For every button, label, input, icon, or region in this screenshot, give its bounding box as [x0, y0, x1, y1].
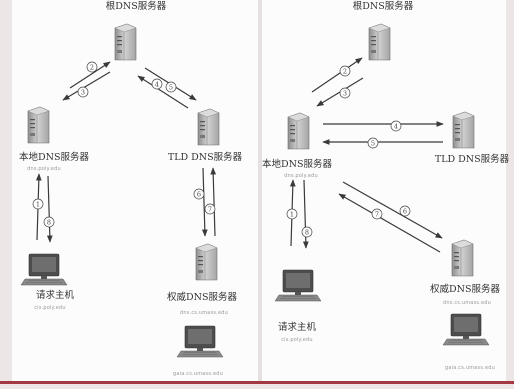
right-host-sub: cis.poly.edu: [281, 337, 313, 343]
right-badge-2: 2: [339, 65, 351, 77]
right-badge-5: 5: [367, 137, 379, 149]
bottom-rule: [0, 381, 514, 384]
left-badge-8: 8: [43, 216, 55, 228]
right-local-server-sub: dns.poly.edu: [284, 173, 318, 179]
left-badge-1: 1: [32, 198, 44, 210]
svg-text:2: 2: [90, 63, 94, 71]
right-auth-server-label: 权威DNS服务器: [430, 283, 500, 295]
svg-text:4: 4: [394, 122, 398, 130]
right-root-server-label: 根DNS服务器: [353, 0, 414, 12]
right-arrow-6: [338, 193, 441, 253]
left-panel: [12, 0, 258, 381]
left-arrow-7: [210, 167, 217, 237]
left-badge-2: 2: [86, 61, 98, 73]
svg-text:5: 5: [169, 83, 173, 91]
right-badge-7: 7: [371, 208, 383, 220]
right-arrow-7: [342, 181, 443, 239]
right-arrows: [289, 57, 444, 253]
left-badge-7: 7: [204, 203, 216, 215]
left-badge-4: 4: [151, 78, 163, 90]
left-step-badges: 2 3 4 5 6 7 1 8: [32, 61, 216, 228]
right-badge-8: 8: [301, 226, 313, 238]
right-badge-3: 3: [339, 87, 351, 99]
left-destination-host-sub: gaia.cs.umass.edu: [173, 371, 223, 377]
right-auth-server-icon: [451, 239, 474, 277]
right-host-label: 请求主机: [278, 321, 317, 333]
right-root-server-icon: [368, 23, 391, 61]
right-step-badges: 2 3 4 5 7 6 1 8: [286, 65, 411, 238]
left-root-server-label: 根DNS服务器: [106, 0, 167, 12]
svg-text:3: 3: [343, 89, 347, 97]
svg-text:1: 1: [290, 210, 294, 218]
left-auth-server-icon: [195, 243, 218, 281]
left-local-server-sub: dns.poly.edu: [27, 166, 61, 172]
right-local-server-icon: [287, 112, 310, 150]
right-destination-host-sub: gaia.cs.umass.edu: [445, 365, 495, 371]
svg-text:7: 7: [208, 205, 212, 213]
right-badge-4: 4: [390, 120, 402, 132]
left-auth-server-sub: dns.cs.umass.edu: [180, 310, 228, 316]
svg-text:3: 3: [81, 88, 85, 96]
svg-text:5: 5: [371, 139, 375, 147]
svg-text:4: 4: [155, 80, 159, 88]
svg-text:7: 7: [375, 210, 379, 218]
left-tld-server-icon: [197, 108, 220, 146]
svg-text:2: 2: [343, 67, 347, 75]
left-host-label: 请求主机: [36, 289, 75, 301]
left-arrow-8: [46, 175, 53, 243]
left-arrow-2: [69, 61, 111, 89]
left-local-server-label: 本地DNS服务器: [19, 151, 89, 163]
right-tld-server-label: TLD DNS服务器: [435, 153, 510, 165]
right-local-server-label: 本地DNS服务器: [262, 158, 332, 170]
left-arrow-5: [137, 75, 189, 109]
svg-text:6: 6: [403, 207, 407, 215]
svg-text:8: 8: [305, 228, 309, 236]
left-auth-server-label: 权威DNS服务器: [167, 291, 237, 303]
right-badge-6: 6: [399, 205, 411, 217]
left-badge-3: 3: [77, 86, 89, 98]
left-arrow-6: [201, 167, 208, 237]
svg-text:8: 8: [47, 218, 51, 226]
left-badge-6: 6: [193, 188, 205, 200]
left-tld-server-label: TLD DNS服务器: [168, 151, 243, 163]
svg-text:6: 6: [197, 190, 201, 198]
svg-text:1: 1: [36, 200, 40, 208]
right-tld-server-icon: [452, 111, 475, 149]
left-local-server-icon: [27, 106, 50, 144]
left-root-server-icon: [114, 23, 137, 61]
right-badge-1: 1: [286, 208, 298, 220]
right-auth-server-sub: dns.cs.umass.edu: [443, 300, 491, 306]
left-host-sub: cis.poly.edu: [34, 305, 66, 311]
left-arrow-3: [62, 71, 111, 101]
right-arrow-2: [311, 57, 363, 93]
panel-divider: [258, 0, 262, 381]
left-badge-5: 5: [165, 81, 177, 93]
